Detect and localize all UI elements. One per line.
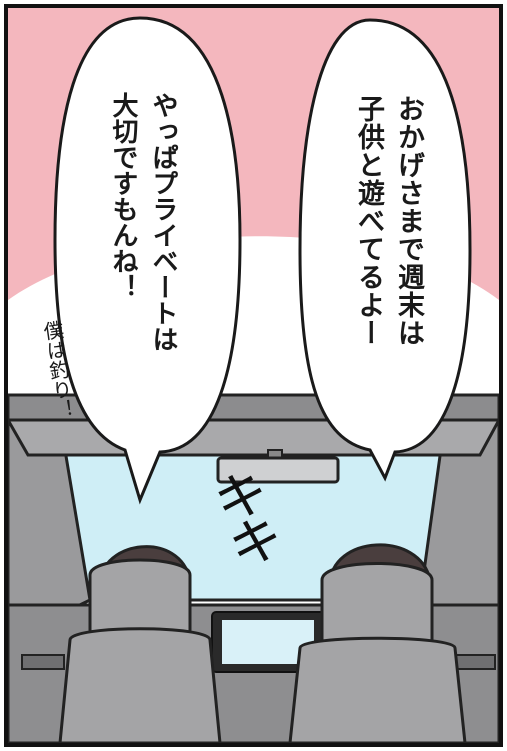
panel-border <box>4 4 503 747</box>
right-vent <box>452 654 496 670</box>
left-seat <box>58 627 222 745</box>
speech-left-text: やっぱプライベートは 大切ですもんね！ <box>108 92 178 352</box>
left-vent <box>21 654 65 670</box>
right-seat <box>288 636 467 745</box>
speech-right-text: おかげさまで週末は 子供と遊べてるよー <box>353 95 424 347</box>
rear-view-mirror <box>216 456 340 484</box>
speech-bubble-right <box>298 18 472 482</box>
speech-bubble-left <box>53 16 242 505</box>
